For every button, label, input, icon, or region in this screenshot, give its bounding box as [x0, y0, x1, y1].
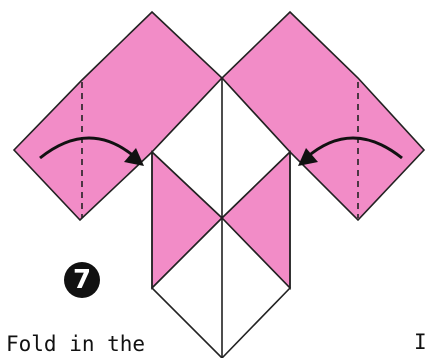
next-instruction-caption: I: [414, 330, 427, 354]
step-number-badge: 7: [64, 262, 100, 298]
instruction-caption: Fold in the: [6, 332, 145, 356]
